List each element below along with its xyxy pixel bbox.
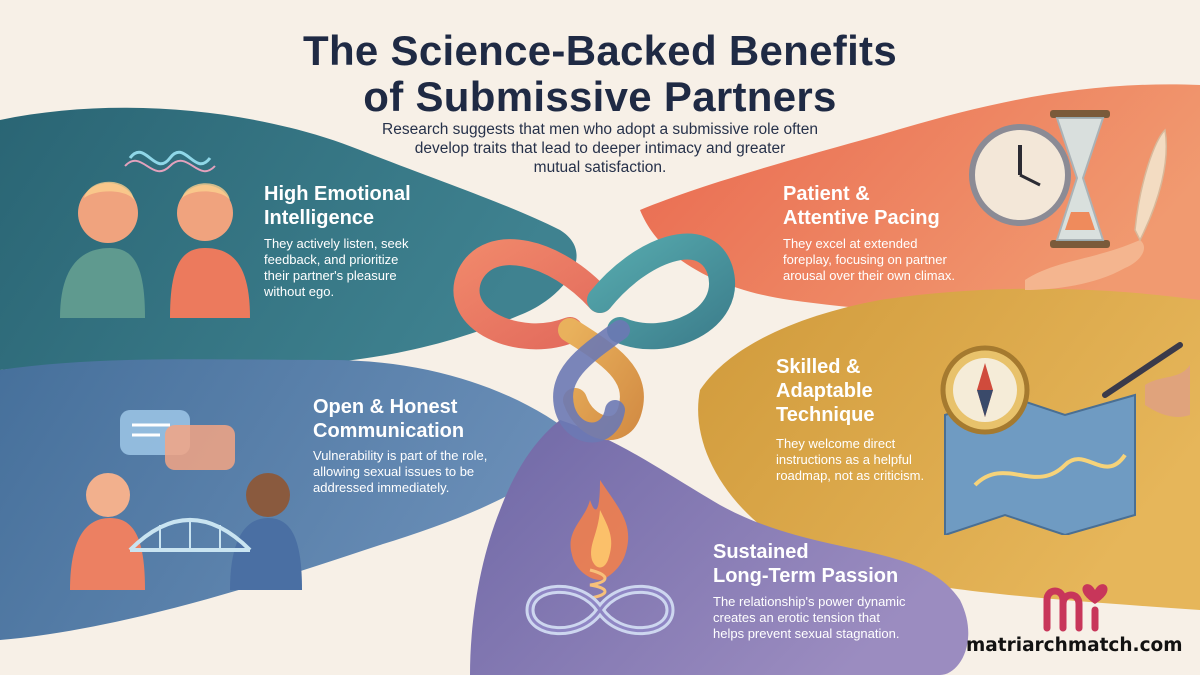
- page-title: The Science-Backed Benefits of Submissiv…: [250, 28, 950, 120]
- benefit-1-body-line-4: without ego.: [264, 284, 335, 299]
- title-line-1: The Science-Backed Benefits: [303, 27, 897, 74]
- benefit-1-heading: High Emotional Intelligence: [264, 182, 411, 230]
- benefit-4-body-line-1: They welcome direct: [776, 436, 896, 451]
- benefit-2-body-line-3: arousal over their own climax.: [783, 268, 955, 283]
- benefit-1-body-line-2: feedback, and prioritize: [264, 252, 399, 267]
- benefit-4-body: They welcome direct instructions as a he…: [776, 436, 924, 484]
- benefit-5-heading-line-2: Long-Term Passion: [713, 565, 899, 587]
- benefit-2-body-line-2: foreplay, focusing on partner: [783, 252, 947, 267]
- benefit-1-body: They actively listen, seek feedback, and…: [264, 236, 409, 300]
- matriarchmatch-logo-icon: [1043, 584, 1108, 632]
- benefit-1-heading-line-2: Intelligence: [264, 207, 375, 229]
- benefit-3-body-line-3: addressed immediately.: [313, 480, 450, 495]
- benefit-4-heading-line-3: Technique: [776, 404, 875, 426]
- two-people-brain-waves-icon: [60, 150, 250, 318]
- compass-map-icon: [940, 342, 1190, 535]
- benefit-4-heading-line-2: Adaptable: [776, 380, 873, 402]
- page-subtitle: Research suggests that men who adopt a s…: [355, 120, 845, 177]
- benefit-5-body-line-3: helps prevent sexual stagnation.: [713, 626, 900, 641]
- clock-hourglass-feather-icon: [969, 110, 1168, 290]
- benefit-5-body: The relationship's power dynamic creates…: [713, 594, 906, 642]
- benefit-3-body: Vulnerability is part of the role, allow…: [313, 448, 487, 496]
- benefit-5-heading: Sustained Long-Term Passion: [713, 540, 898, 588]
- benefit-4-body-line-2: instructions as a helpful: [776, 452, 912, 467]
- benefit-4-heading-line-1: Skilled &: [776, 356, 861, 378]
- benefit-5-body-line-1: The relationship's power dynamic: [713, 594, 906, 609]
- title-line-2: of Submissive Partners: [363, 73, 837, 120]
- subtitle-line-3: mutual satisfaction.: [533, 159, 667, 176]
- benefit-4-body-line-3: roadmap, not as criticism.: [776, 468, 925, 483]
- benefit-2-body-line-1: They excel at extended: [783, 236, 918, 251]
- flame-infinity-icon: [525, 480, 675, 636]
- benefit-2-body: They excel at extended foreplay, focusin…: [783, 236, 955, 284]
- benefit-1-body-line-3: their partner's pleasure: [264, 268, 397, 283]
- benefit-5-body-line-2: creates an erotic tension that: [713, 610, 880, 625]
- speech-bubbles-bridge-icon: [70, 410, 302, 590]
- benefit-4-heading: Skilled & Adaptable Technique: [776, 355, 875, 427]
- subtitle-line-2: develop traits that lead to deeper intim…: [414, 140, 786, 157]
- benefit-2-heading-line-2: Attentive Pacing: [783, 207, 940, 229]
- website-url[interactable]: matriarchmatch.com: [966, 635, 1183, 656]
- subtitle-line-1: Research suggests that men who adopt a s…: [382, 121, 818, 138]
- benefit-3-body-line-1: Vulnerability is part of the role,: [313, 448, 488, 463]
- benefit-3-heading-line-1: Open & Honest: [313, 396, 458, 418]
- benefit-3-heading: Open & Honest Communication: [313, 395, 464, 443]
- benefit-3-body-line-2: allowing sexual issues to be: [313, 464, 475, 479]
- benefit-1-body-line-1: They actively listen, seek: [264, 236, 409, 251]
- benefit-3-heading-line-2: Communication: [313, 420, 465, 442]
- benefit-5-heading-line-1: Sustained: [713, 541, 809, 563]
- benefit-2-heading: Patient & Attentive Pacing: [783, 182, 940, 230]
- benefit-1-heading-line-1: High Emotional: [264, 183, 411, 205]
- benefit-2-heading-line-1: Patient &: [783, 183, 870, 205]
